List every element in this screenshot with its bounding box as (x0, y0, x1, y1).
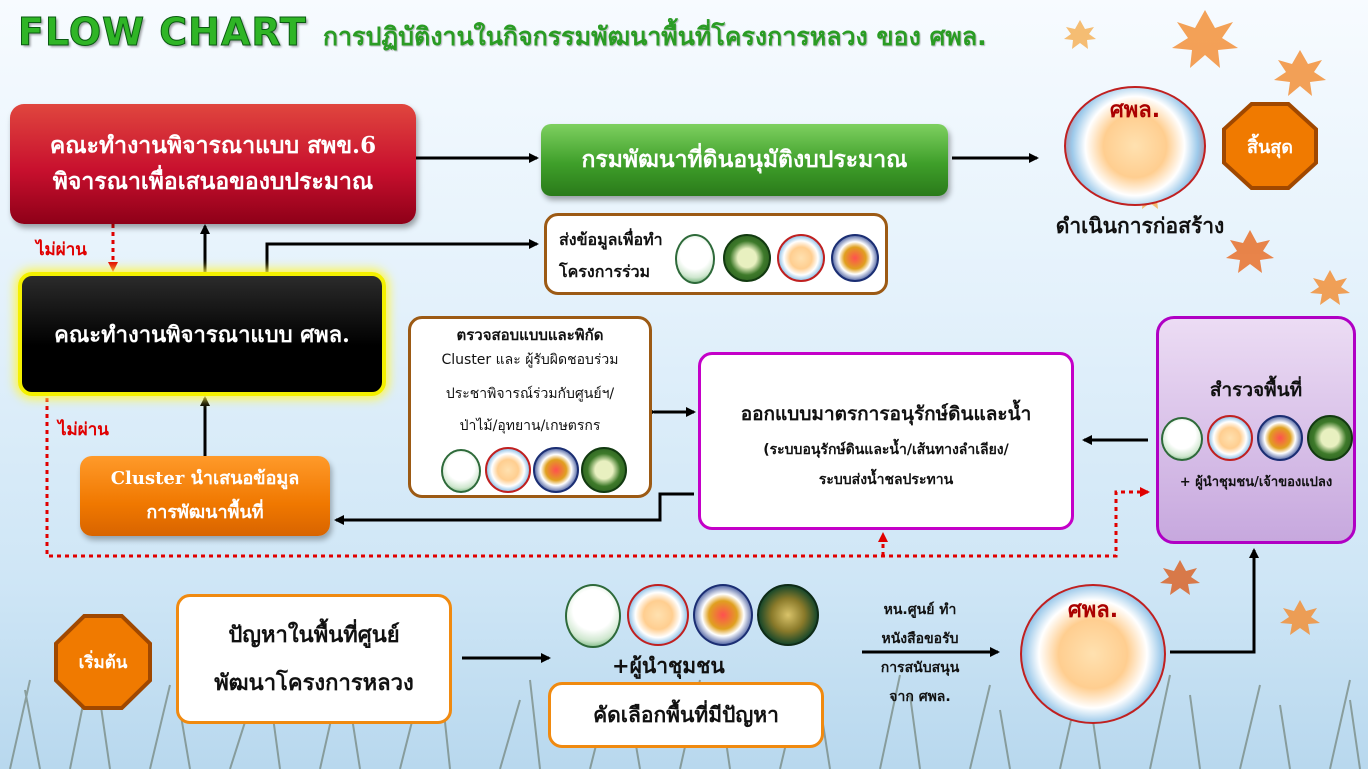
green-seal (723, 234, 771, 282)
ldd-approve-text: กรมพัฒนาที่ดินอนุมัติงบประมาณ (581, 146, 908, 173)
cluster-propose-line2: การพัฒนาพื้นที่ (146, 502, 264, 523)
check-design-box: ตรวจสอบแบบและพิกัด Cluster และ ผู้รับผิด… (408, 316, 652, 498)
spl-seal (627, 584, 689, 646)
spl-seal (777, 234, 825, 282)
title-thai: การปฏิบัติงานในกิจกรรมพัฒนาพื้นที่โครงกา… (322, 22, 987, 51)
committee-spl-box: คณะทำงานพิจารณาแบบ ศพล. (18, 272, 386, 396)
committee-spk6-box: คณะทำงานพิจารณาแบบ สพข.6 พิจารณาเพื่อเสน… (10, 104, 416, 224)
survey-box: สำรวจพื้นที่ + ผู้นำชุมชน/เจ้าของแปลง (1156, 316, 1356, 544)
ldd-seal (1257, 415, 1303, 461)
cluster-propose-line1: Cluster นำเสนอข้อมูล (110, 468, 300, 489)
seal-top-text: ศพล. (1109, 98, 1161, 123)
spl-seal-bottom: ศพล. (1020, 584, 1166, 724)
arrow-design-to-cluster (334, 492, 694, 525)
design-measures-line1: ออกแบบมาตรการอนุรักษ์ดินและน้ำ (740, 403, 1032, 425)
committee-spl-text: คณะทำงานพิจารณาแบบ ศพล. (54, 321, 350, 348)
royal-project-seal (565, 584, 621, 648)
spl-seal (485, 447, 531, 493)
royal-project-seal (1161, 417, 1203, 461)
title-english: FLOW CHART (18, 10, 307, 55)
check-design-line3: ประชาพิจารณ์ร่วมกับศูนย์ฯ/ (445, 386, 615, 402)
select-area-box: คัดเลือกพื้นที่มีปัญหา (548, 682, 824, 748)
request-support-line1: หน.ศูนย์ ทำ (883, 602, 957, 618)
request-support-line4: จาก ศพล. (889, 689, 951, 705)
ldd-seal (693, 584, 753, 646)
check-design-line2: Cluster และ ผู้รับผิดชอบร่วม (441, 352, 619, 368)
spl-seal-top: ศพล. (1064, 86, 1206, 206)
end-text: สิ้นสุด (1247, 136, 1293, 158)
dark-seal (757, 584, 819, 646)
start-text: เริ่มต้น (78, 652, 128, 673)
send-info-line1: ส่งข้อมูลเพื่อทำ (559, 230, 663, 249)
not-pass-label-1: ไม่ผ่าน (36, 240, 87, 260)
dotted-not-pass-2 (45, 398, 1150, 558)
royal-project-seal (441, 449, 481, 493)
select-area-text: คัดเลือกพื้นที่มีปัญหา (593, 701, 779, 727)
end-node: สิ้นสุด (1222, 102, 1318, 190)
problem-line1: ปัญหาในพื้นที่ศูนย์ (228, 622, 400, 648)
arrow-black-to-send (265, 239, 539, 274)
design-measures-line3: ระบบส่งน้ำชลประทาน (818, 472, 954, 488)
construction-caption: ดำเนินการก่อสร้าง (1055, 214, 1225, 238)
ldd-approve-box: กรมพัฒนาที่ดินอนุมัติงบประมาณ (541, 124, 948, 196)
survey-caption: + ผู้นำชุมชน/เจ้าของแปลง (1179, 475, 1333, 490)
green-seal (1307, 415, 1353, 461)
request-support-line3: การสนับสนุน (880, 660, 960, 676)
request-support-line2: หนังสือขอรับ (881, 631, 959, 647)
ldd-seal (831, 234, 879, 282)
check-design-line1: ตรวจสอบแบบและพิกัด (456, 326, 604, 344)
problem-line2: พัฒนาโครงการหลวง (214, 670, 414, 696)
check-design-line4: ป่าไม้/อุทยาน/เกษตรกร (459, 418, 601, 434)
spl-seal (1207, 415, 1253, 461)
survey-title: สำรวจพื้นที่ (1209, 379, 1303, 401)
send-info-box: ส่งข้อมูลเพื่อทำ โครงการร่วม (544, 213, 888, 295)
arrow-seal-to-survey (1170, 548, 1259, 654)
seal-bottom-text: ศพล. (1067, 598, 1119, 623)
problem-box: ปัญหาในพื้นที่ศูนย์ พัฒนาโครงการหลวง (176, 594, 452, 724)
royal-project-seal (675, 234, 715, 284)
page-title: FLOW CHART การปฏิบัติงานในกิจกรรมพัฒนาพื… (18, 10, 987, 62)
community-caption: +ผู้นำชุมชน (612, 654, 725, 678)
ldd-seal (533, 447, 579, 493)
committee-spk6-line1: คณะทำงานพิจารณาแบบ สพข.6 (49, 132, 377, 159)
green-seal (581, 447, 627, 493)
send-info-line2: โครงการร่วม (559, 262, 651, 281)
cluster-propose-box: Cluster นำเสนอข้อมูล การพัฒนาพื้นที่ (80, 456, 330, 536)
request-support-text: หน.ศูนย์ ทำ หนังสือขอรับ การสนับสนุน จาก… (860, 596, 980, 712)
not-pass-label-2: ไม่ผ่าน (58, 420, 109, 440)
design-measures-line2: (ระบบอนุรักษ์ดินและน้ำ/เส้นทางลำเลียง/ (763, 442, 1009, 458)
design-measures-box: ออกแบบมาตรการอนุรักษ์ดินและน้ำ (ระบบอนุร… (698, 352, 1074, 530)
committee-spk6-line2: พิจารณาเพื่อเสนอของบประมาณ (52, 168, 374, 195)
start-node: เริ่มต้น (54, 614, 152, 710)
